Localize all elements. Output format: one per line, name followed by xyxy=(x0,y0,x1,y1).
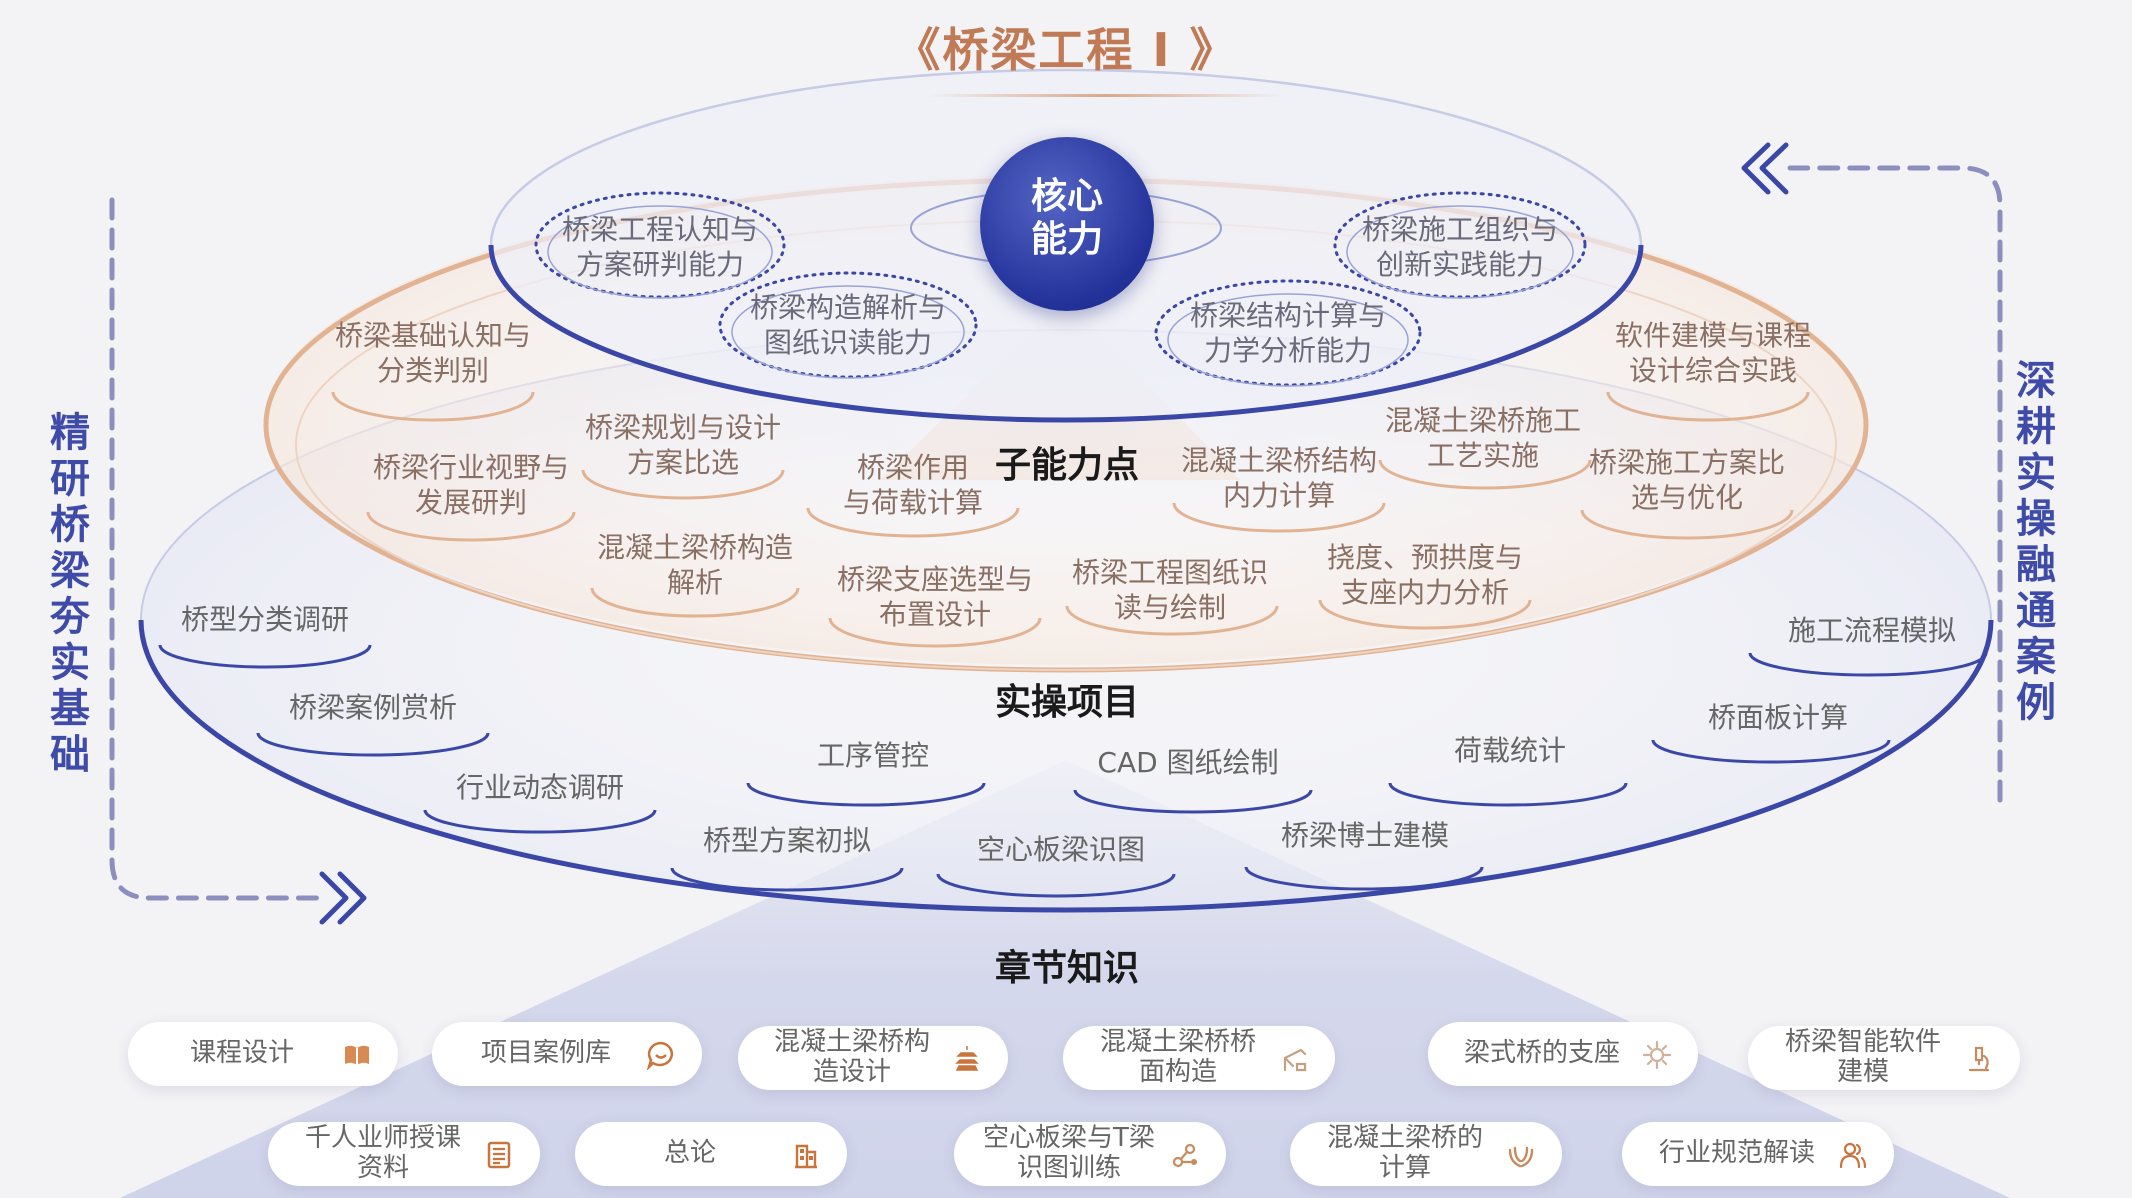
nodes-icon xyxy=(1172,1143,1197,1168)
sub-ability-item: 混凝土梁桥结构内力计算 xyxy=(1180,444,1377,512)
sub-ability-item: 挠度、预拱度与支座内力分析 xyxy=(1326,541,1523,609)
core-ability-item: 桥梁构造解析与图纸识读能力 xyxy=(749,291,946,359)
building-icon xyxy=(795,1144,817,1169)
practice-item: 桥梁博士建模 xyxy=(1280,819,1449,852)
sub-ability-item: 桥梁支座选型与布置设计 xyxy=(836,563,1033,631)
chapter-label: 课程设计 xyxy=(189,1038,294,1069)
document-icon xyxy=(487,1141,511,1169)
diagram-title: 《桥梁工程 I 》 xyxy=(894,23,1238,77)
practice-item: CAD 图纸绘制 xyxy=(1097,746,1279,779)
chapter-pill[interactable]: 项目案例库 xyxy=(432,1022,702,1086)
users-icon xyxy=(1839,1142,1867,1169)
chapter-label: 行业规范解读 xyxy=(1658,1138,1815,1169)
practice-item: 空心板梁识图 xyxy=(976,833,1145,866)
chapter-pill[interactable]: 混凝土梁桥的计算 xyxy=(1290,1122,1562,1186)
chat-icon xyxy=(646,1041,673,1070)
chapter-pill[interactable]: 桥梁智能软件建模 xyxy=(1748,1026,2020,1090)
chapter-pill[interactable]: 混凝土梁桥构造设计 xyxy=(738,1026,1008,1090)
chapter-label: 千人业师授课资料 xyxy=(304,1123,461,1183)
chapter-label: 项目案例库 xyxy=(480,1038,611,1069)
practice-item: 桥梁案例赏析 xyxy=(288,691,457,724)
side-label-left: 精研桥梁 夯实基础 xyxy=(50,410,90,778)
chapter-pill[interactable]: 行业规范解读 xyxy=(1622,1122,1894,1186)
practice-item: 桥型分类调研 xyxy=(180,603,349,636)
pagoda-icon xyxy=(955,1046,979,1071)
chapter-pill[interactable]: 课程设计 xyxy=(128,1022,398,1086)
side-label-right: 深耕实操 融通案例 xyxy=(2016,358,2056,726)
sub-ability-item: 桥梁施工方案比选与优化 xyxy=(1588,446,1785,514)
layer-label-practice: 实操项目 xyxy=(994,682,1139,723)
practice-item: 桥型方案初拟 xyxy=(702,824,871,857)
core-ability-item: 桥梁工程认知与方案研判能力 xyxy=(561,213,758,281)
title-underline xyxy=(925,94,1285,97)
sub-ability-item: 混凝土梁桥施工工艺实施 xyxy=(1384,404,1581,472)
sub-ability-item: 桥梁工程图纸识读与绘制 xyxy=(1071,556,1268,624)
practice-item: 工序管控 xyxy=(816,739,929,772)
core-ability-node: 核心 能力 xyxy=(980,137,1154,311)
practice-item: 荷载统计 xyxy=(1453,734,1566,767)
chapter-label: 混凝土梁桥桥面构造 xyxy=(1099,1027,1256,1087)
microscope-icon xyxy=(1968,1046,1990,1072)
core-ability-label: 核心 能力 xyxy=(1030,176,1103,261)
practice-item: 桥面板计算 xyxy=(1707,701,1848,734)
practice-item: 行业动态调研 xyxy=(455,771,624,804)
practice-item: 施工流程模拟 xyxy=(1787,614,1956,647)
chapter-pill[interactable]: 总论 xyxy=(575,1122,847,1186)
chapter-pill[interactable]: 混凝土梁桥桥面构造 xyxy=(1063,1026,1335,1090)
gear-icon xyxy=(1642,1040,1672,1070)
crane-icon xyxy=(1283,1048,1307,1072)
chapter-pill[interactable]: 千人业师授课资料 xyxy=(268,1122,540,1186)
book-icon xyxy=(345,1045,369,1065)
chapter-pill[interactable]: 梁式桥的支座 xyxy=(1428,1022,1698,1086)
core-ability-item: 桥梁施工组织与创新实践能力 xyxy=(1361,213,1558,281)
sub-ability-item: 桥梁行业视野与发展研判 xyxy=(372,451,569,519)
sub-ability-item: 软件建模与课程设计综合实践 xyxy=(1614,319,1811,387)
sub-ability-item: 桥梁规划与设计方案比选 xyxy=(584,411,781,479)
chapter-label: 混凝土梁桥的计算 xyxy=(1326,1123,1483,1183)
layer-label-sub-ability: 子能力点 xyxy=(994,445,1139,486)
sub-ability-item: 桥梁作用与荷载计算 xyxy=(842,451,983,519)
hands-icon xyxy=(1508,1146,1534,1168)
chapter-label: 梁式桥的支座 xyxy=(1463,1038,1620,1069)
chapter-label: 空心板梁与T梁识图训练 xyxy=(983,1123,1155,1183)
chapter-label: 混凝土梁桥构造设计 xyxy=(773,1027,930,1087)
chapter-label: 总论 xyxy=(663,1138,716,1169)
chapter-pill[interactable]: 空心板梁与T梁识图训练 xyxy=(954,1122,1226,1186)
sub-ability-item: 混凝土梁桥构造解析 xyxy=(596,531,793,599)
core-ability-item: 桥梁结构计算与力学分析能力 xyxy=(1189,299,1386,367)
layer-label-chapter: 章节知识 xyxy=(994,948,1139,989)
sub-ability-item: 桥梁基础认知与分类判别 xyxy=(334,319,531,387)
chapter-label: 桥梁智能软件建模 xyxy=(1784,1027,1941,1087)
